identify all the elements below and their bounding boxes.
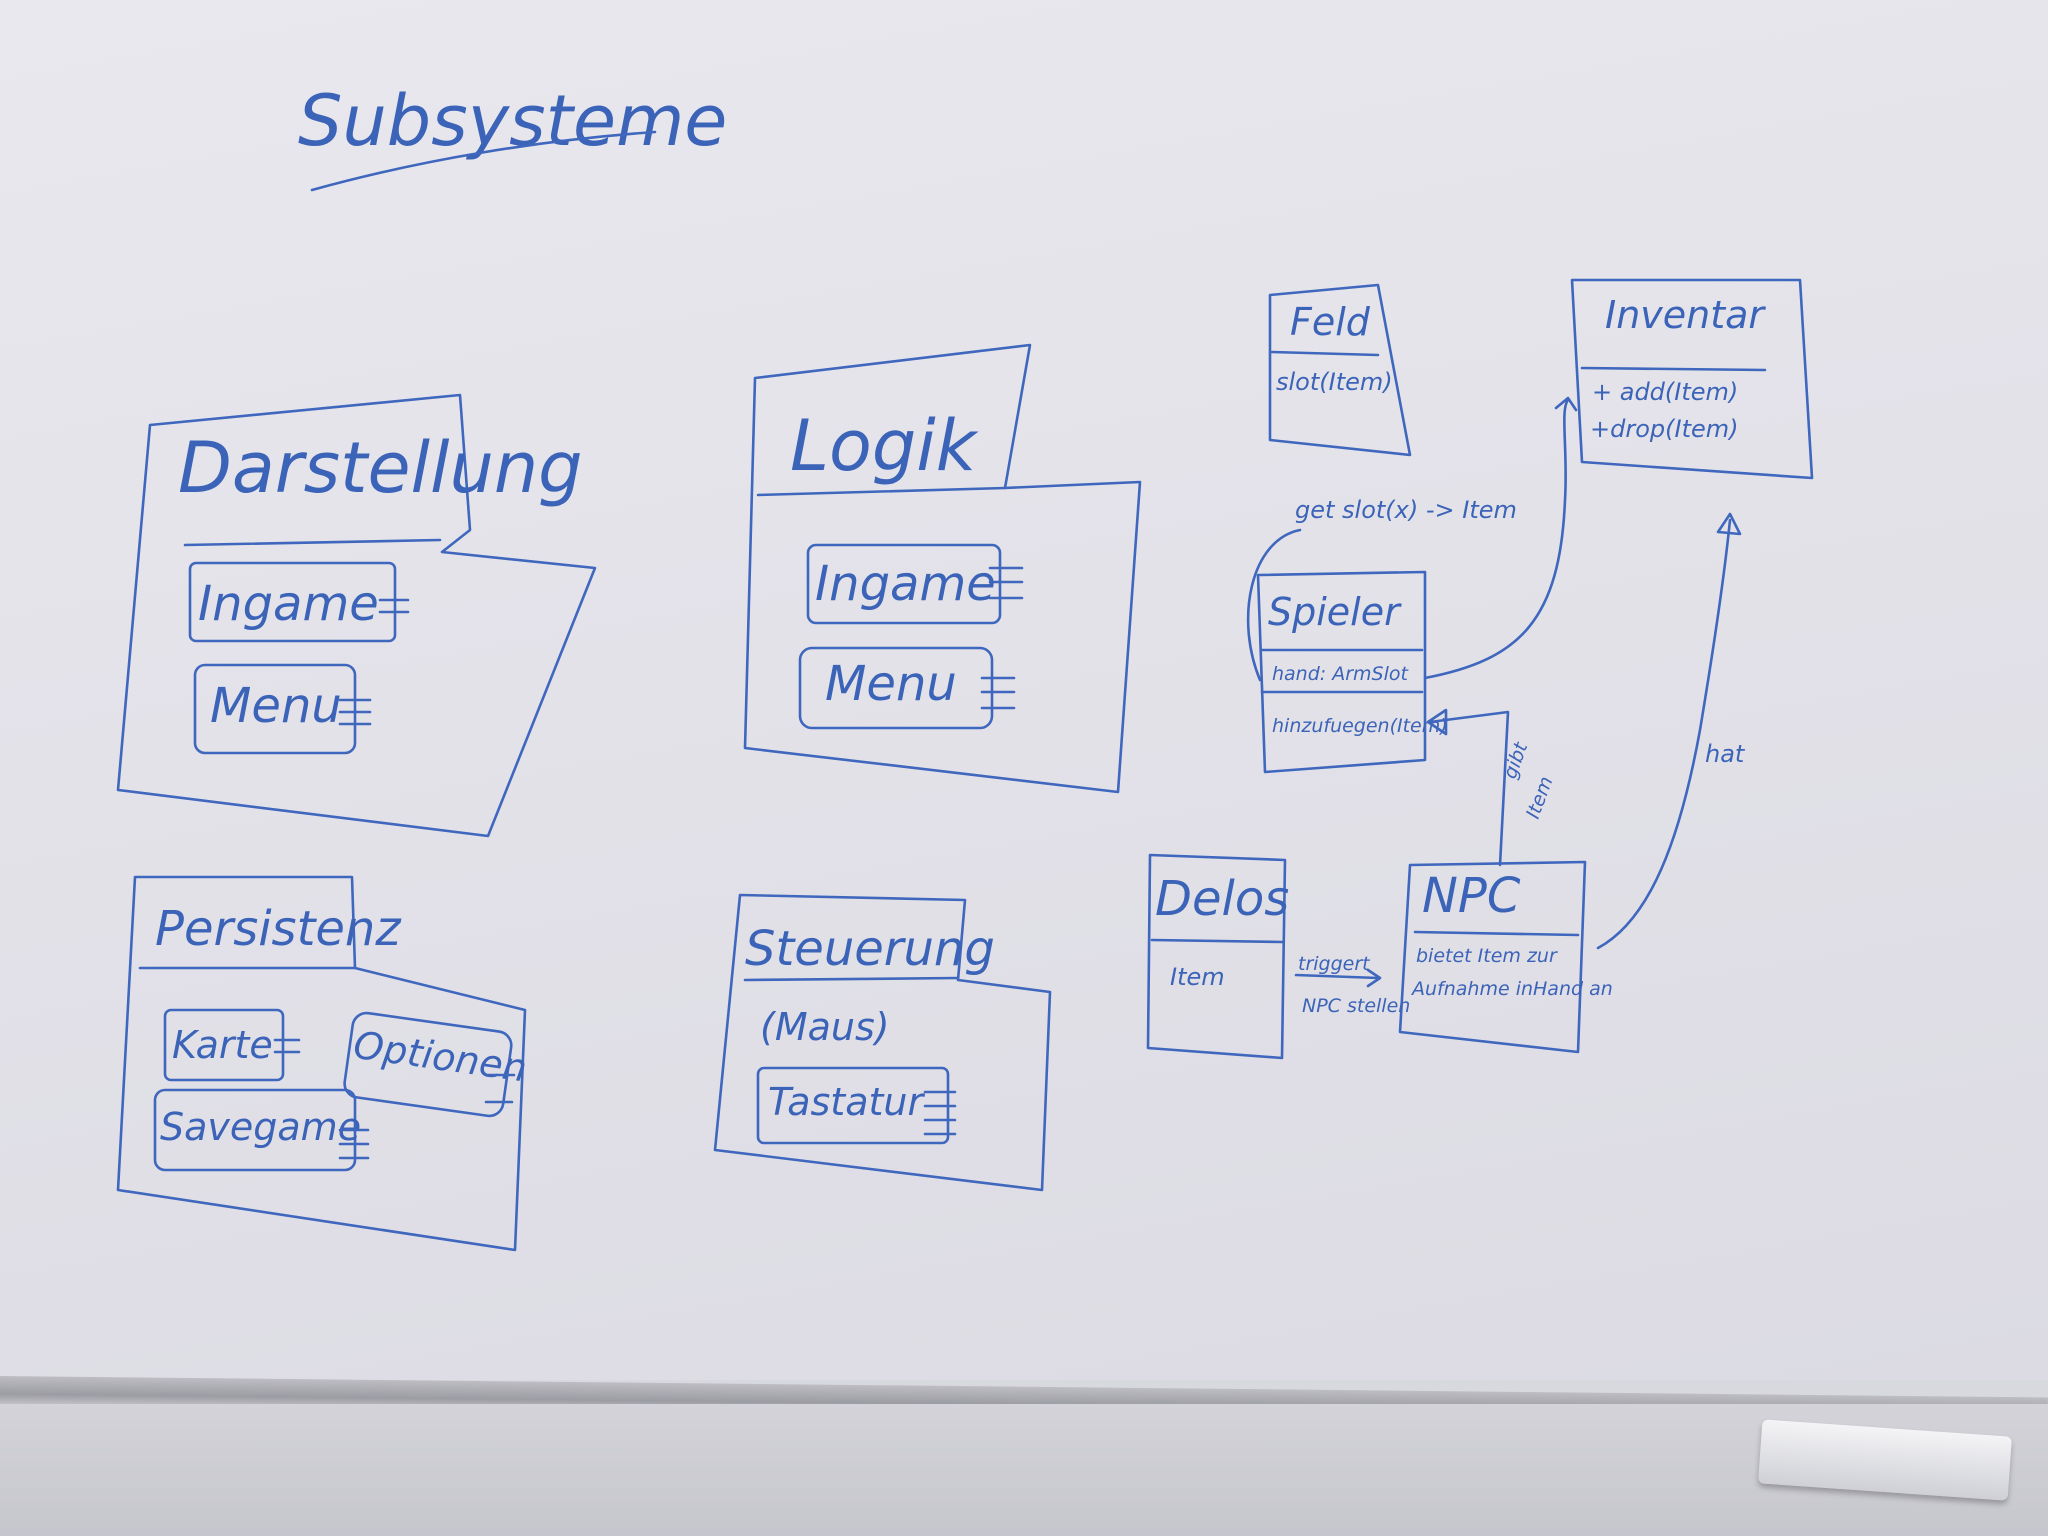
package-tab-line [743,976,960,982]
relation-line [1423,398,1570,680]
component-label: Savegame [160,1105,361,1149]
class-spieler-name: Spieler [1268,590,1402,634]
class-spieler-method: hinzufuegen(Item) [1272,715,1448,737]
relation-label: get slot(x) -> Item [1295,496,1517,524]
wall [0,1404,2048,1536]
relation-arrowhead [1554,396,1578,412]
component-darstellung-ingame: Ingame [188,561,410,643]
component-label: Ingame [198,576,379,632]
relation-npc-inventar: hat [1596,512,1746,950]
component-persistenz-optionen: Optionen [343,1011,530,1118]
class-box [1256,570,1427,774]
class-npc-text: bietet Item zur [1416,945,1558,967]
relation-line [1428,710,1510,867]
class-divider [1270,350,1380,357]
component-persistenz-savegame: Savegame [153,1088,370,1172]
component-icon [484,1073,516,1104]
component-box [163,1008,285,1082]
class-delos-attribute: Item [1170,963,1225,991]
relation-arrowhead [1716,512,1742,536]
relation-line [1294,973,1380,980]
class-inventar: Inventar + add(Item) +drop(Item) [1570,278,1814,480]
component-label: Menu [825,656,957,712]
component-icon [338,1128,370,1160]
component-steuerung-tastatur: Tastatur [756,1066,957,1145]
package-persistenz-name: Persistenz [155,901,402,957]
component-label: Ingame [815,556,996,612]
class-box [1268,283,1412,457]
relation-label: triggert [1298,953,1371,975]
class-box [1398,860,1587,1054]
class-spieler: Spieler hand: ArmSlot hinzufuegen(Item) [1256,570,1448,774]
package-logik-name: Logik [790,405,979,487]
class-spieler-attribute: hand: ArmSlot [1272,663,1410,685]
component-persistenz-karte: Karte [163,1008,301,1082]
relation-delos-npc: triggert NPC stellen [1294,953,1410,1017]
component-icon [273,1038,301,1054]
component-box [188,561,397,643]
class-inventar-method: + add(Item) [1592,378,1738,406]
component-box [806,543,1002,625]
class-inventar-name: Inventar [1605,293,1766,337]
package-steuerung-outline [713,893,1052,1192]
package-logik: Logik Ingame Menu [743,343,1142,794]
component-icon [338,698,372,726]
relation-label: NPC stellen [1302,995,1410,1017]
class-feld-name: Feld [1290,300,1371,344]
diagram-title: Subsysteme [298,80,727,162]
relation-label: hat [1705,740,1746,768]
package-steuerung-name: Steuerung [745,921,995,977]
package-logik-outline [743,343,1142,794]
class-npc-name: NPC [1422,868,1521,924]
class-npc-text: Aufnahme inHand an [1410,978,1613,1000]
relation-arrowhead [1426,708,1448,736]
component-label: Menu [210,678,342,734]
relation-label: Item [1522,774,1557,822]
relation-arrowhead [1366,968,1382,988]
class-divider [1150,938,1284,944]
component-label: Karte [172,1023,273,1067]
component-logik-ingame: Ingame [806,543,1024,625]
package-darstellung: Darstellung Ingame Menu [116,393,597,838]
component-box [798,646,994,730]
package-tab-line [183,538,442,547]
steuerung-maus: (Maus) [760,1005,890,1049]
component-icon [980,676,1016,710]
component-icon [378,598,410,614]
class-feld: Feld slot(Item) [1268,283,1412,457]
class-feld-method: slot(Item) [1276,368,1393,396]
package-tab-line [756,486,1007,497]
component-darstellung-menu: Menu [193,663,372,755]
component-logik-menu: Menu [798,646,1016,730]
relation-spieler-inventar [1423,396,1578,680]
component-box [193,663,357,755]
title-underline [310,130,657,192]
component-icon [923,1090,957,1136]
package-persistenz: Persistenz Karte Optionen Savegame [116,875,530,1252]
component-label: Tastatur [768,1080,925,1124]
relation-line [1596,518,1732,950]
class-delos-name: Delos [1155,871,1289,927]
class-divider [1413,930,1580,937]
package-steuerung: Steuerung (Maus) Tastatur [713,893,1052,1192]
class-box [1570,278,1814,480]
package-darstellung-name: Darstellung [178,427,583,509]
class-inventar-method: +drop(Item) [1590,415,1739,443]
class-delos: Delos Item [1146,853,1289,1060]
relation-label: gibt [1499,738,1533,782]
class-divider [1580,366,1767,372]
package-persistenz-outline [116,875,527,1252]
class-divider [1260,648,1424,694]
class-npc: NPC bietet Item zur Aufnahme inHand an [1398,860,1613,1054]
relation-line [1246,528,1302,682]
package-darstellung-outline [116,393,597,838]
class-box [1146,853,1287,1060]
component-icon [988,566,1024,600]
relation-get-slot: get slot(x) -> Item [1246,496,1517,682]
